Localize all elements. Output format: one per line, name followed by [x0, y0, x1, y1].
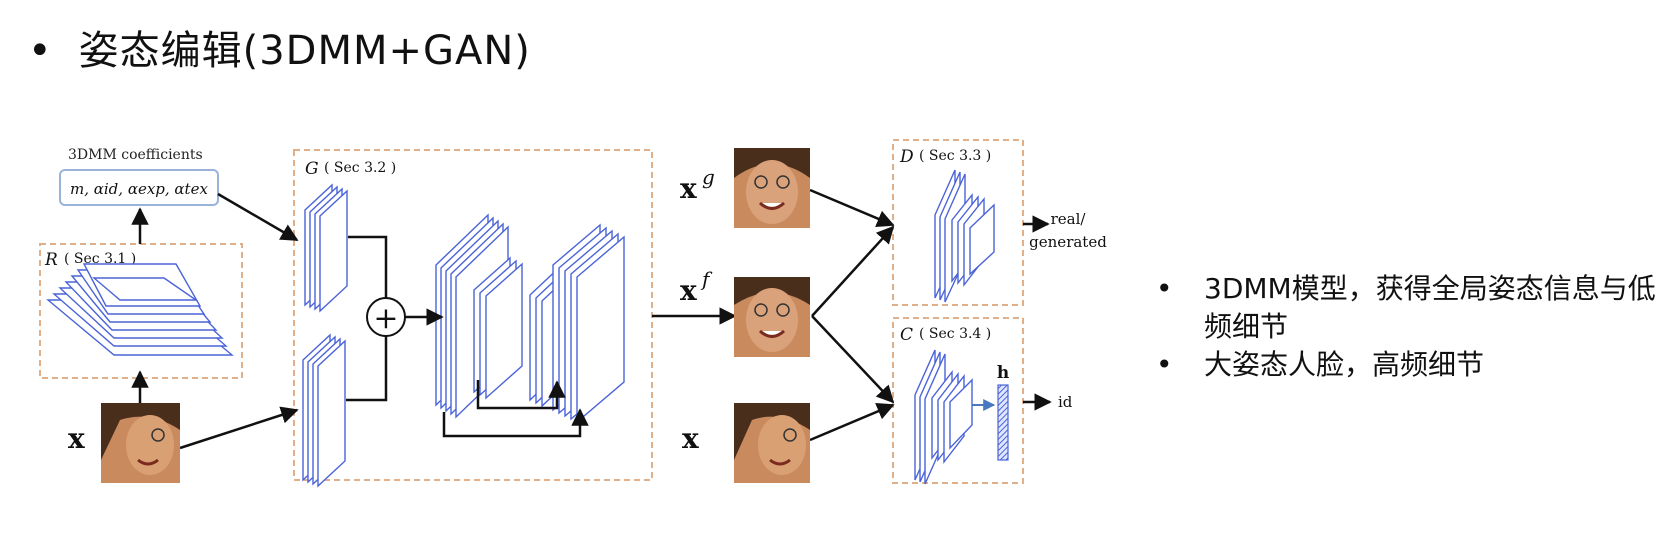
- xf-face-image: [734, 277, 810, 357]
- coeff-caption: 3DMM coefficients: [68, 147, 203, 163]
- enc-top-to-plus: [348, 235, 388, 298]
- d-letter: D: [899, 147, 914, 167]
- plus-symbol: +: [373, 301, 398, 336]
- skip-connection-inner: [476, 380, 566, 410]
- title-bullet: •: [28, 28, 53, 74]
- xf-sup: f: [700, 267, 713, 291]
- r-letter: R: [44, 250, 58, 270]
- xg-to-d-arrow: [809, 188, 895, 227]
- x-face-image: [734, 403, 810, 483]
- r-mesh-layers: [46, 263, 234, 356]
- xg-sup: g: [702, 165, 715, 189]
- bullet-item: • 大姿态人脸，高频细节: [1150, 346, 1660, 384]
- slide-title: • 姿态编辑(3DMM+GAN): [28, 18, 531, 76]
- bullet-text: 3DMM模型，获得全局姿态信息与低频细节: [1204, 272, 1656, 343]
- g-encoder-bottom-stack: [302, 333, 346, 488]
- title-text: 姿态编辑(3DMM+GAN): [78, 28, 531, 74]
- d-network-stack: [934, 169, 995, 303]
- bullet-text: 大姿态人脸，高频细节: [1204, 348, 1485, 381]
- coeff-formula: m, αid, αexp, αtex: [70, 180, 208, 198]
- input-x-label: x: [68, 422, 85, 455]
- c-output-label: id: [1058, 393, 1073, 411]
- c-module-box: [892, 317, 1024, 484]
- g-decoder-stack: [435, 213, 625, 424]
- xf-to-d-arrow: [811, 225, 895, 317]
- g-letter: G: [305, 159, 319, 179]
- d-output-label: real/: [1051, 210, 1087, 228]
- xf-label: x: [680, 274, 697, 307]
- xg-face-image: [734, 148, 810, 228]
- c-section: ( Sec 3.4 ): [919, 326, 991, 342]
- skip-connection-outer: [442, 408, 589, 438]
- c-letter: C: [900, 325, 913, 345]
- xf-to-c-arrow: [811, 315, 895, 404]
- c-feature-vector: [997, 384, 1009, 461]
- d-output-label-2: generated: [1029, 233, 1107, 251]
- coeff-to-g-arrow: [217, 192, 299, 242]
- enc-bottom-to-plus: [346, 336, 388, 402]
- g-encoder-top-stack: [304, 183, 348, 313]
- x-label: x: [682, 422, 699, 455]
- bullet-dot: •: [1156, 348, 1173, 381]
- coeff-box: [59, 169, 219, 206]
- input-to-g-arrow: [179, 406, 299, 450]
- x-to-c-arrow: [809, 403, 895, 442]
- r-section: ( Sec 3.1 ): [64, 251, 136, 267]
- input-face-image: [101, 403, 180, 483]
- d-module-box: [892, 139, 1024, 306]
- d-section: ( Sec 3.3 ): [919, 148, 991, 164]
- g-section: ( Sec 3.2 ): [324, 160, 396, 176]
- c-network-stack: [914, 349, 973, 485]
- xg-label: x: [680, 172, 697, 205]
- bullet-item: • 3DMM模型，获得全局姿态信息与低频细节: [1150, 270, 1660, 346]
- c-feature-label: h: [997, 363, 1009, 383]
- bullet-dot: •: [1156, 272, 1173, 305]
- bullet-list: • 3DMM模型，获得全局姿态信息与低频细节 • 大姿态人脸，高频细节: [1150, 270, 1660, 384]
